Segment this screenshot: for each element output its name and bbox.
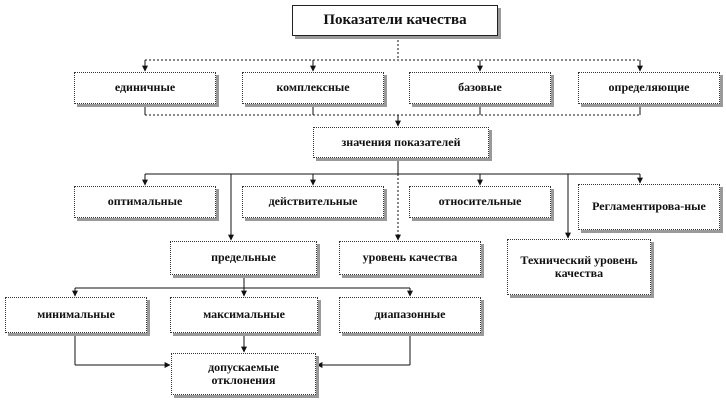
node-defining-label: определяющие [608, 80, 690, 95]
node-limit: предельные [170, 241, 317, 275]
title-box: Показатели качества [292, 5, 498, 36]
node-range-label: диапазонные [374, 307, 446, 322]
node-minimal: минимальные [5, 297, 147, 333]
title-text: Показатели качества [323, 12, 467, 29]
node-quality-level-label: уровень качества [362, 250, 458, 265]
node-technical-level-label: Технический уровень качества [520, 252, 638, 280]
node-actual-label: действительные [268, 194, 358, 209]
node-regulated: Регламентирова-ные [578, 184, 720, 230]
node-single-label: единичные [114, 80, 176, 95]
node-single: единичные [74, 72, 216, 104]
node-technical-level: Технический уровень качества [507, 239, 651, 295]
node-tolerances: допускаемые отклонения [171, 353, 316, 395]
node-indicator-values-label: значения показателей [341, 134, 461, 149]
node-complex: комплексные [242, 72, 384, 104]
node-basic: базовые [409, 72, 551, 104]
node-basic-label: базовые [458, 80, 502, 95]
node-complex-label: комплексные [276, 80, 350, 95]
node-minimal-label: минимальные [37, 307, 115, 322]
node-quality-level: уровень качества [339, 241, 481, 275]
node-range: диапазонные [339, 297, 481, 333]
node-maximal: максимальные [170, 297, 318, 333]
node-defining: определяющие [578, 72, 720, 104]
node-regulated-label: Регламентирова-ные [592, 199, 706, 214]
node-optimal-label: оптимальные [107, 194, 183, 209]
node-relative-label: относительные [438, 194, 522, 209]
node-limit-label: предельные [211, 250, 276, 265]
node-maximal-label: максимальные [203, 307, 285, 322]
node-actual: действительные [242, 186, 384, 218]
node-tolerances-label: допускаемые отклонения [208, 359, 279, 387]
node-indicator-values: значения показателей [313, 127, 489, 158]
node-optimal: оптимальные [74, 186, 216, 218]
node-relative: относительные [409, 186, 551, 218]
